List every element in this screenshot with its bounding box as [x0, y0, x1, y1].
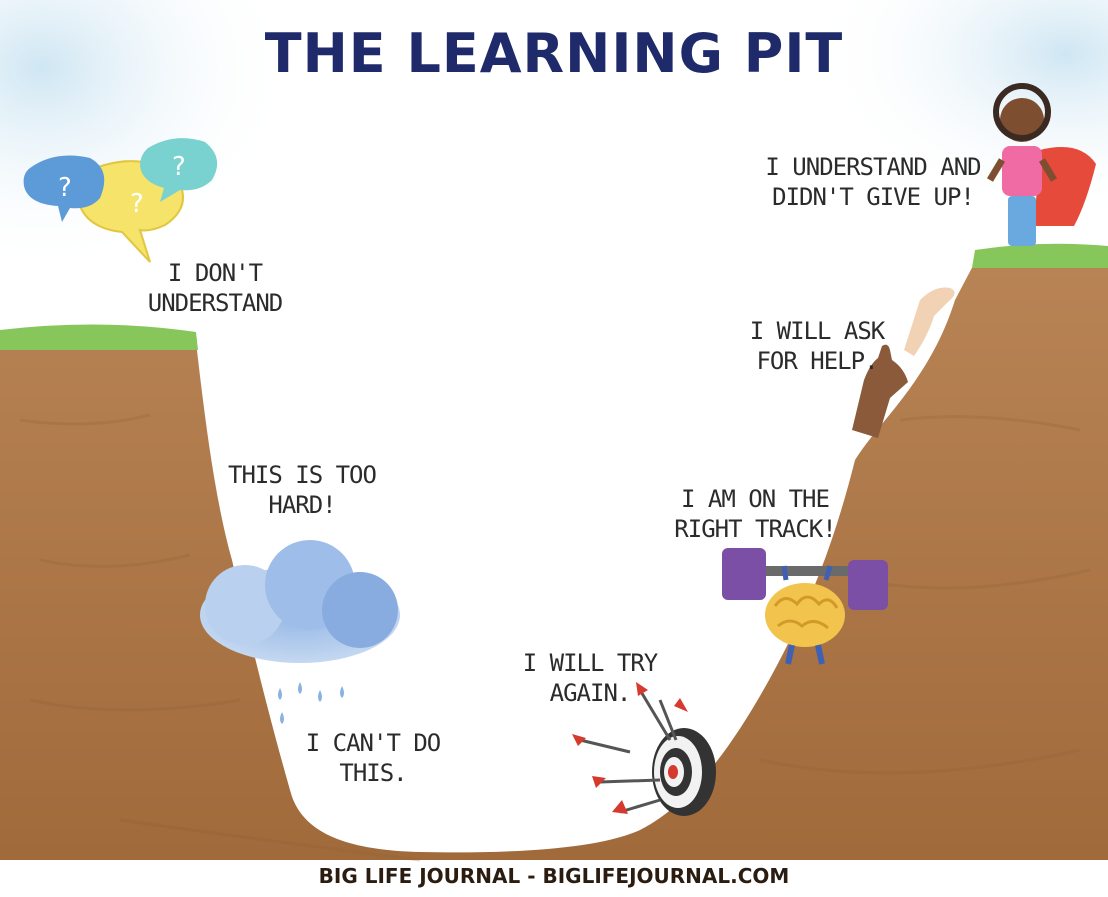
stage-text-line: I WILL TRY — [522, 649, 659, 677]
stage-text-line: THIS IS TOO — [228, 461, 377, 489]
rain-cloud-icon — [200, 540, 400, 724]
brain-weights-icon — [722, 548, 888, 665]
stage-text-line: THIS. — [339, 759, 407, 787]
svg-text:?: ? — [58, 173, 72, 203]
stage-didnt-give-up: I UNDERSTAND AND DIDN'T GIVE UP! — [758, 152, 988, 212]
stage-cant-do: I CAN'T DO THIS. — [298, 728, 448, 788]
stage-text-line: UNDERSTAND — [147, 289, 284, 317]
pit-ground — [0, 262, 1108, 860]
stage-dont-understand: I DON'T UNDERSTAND — [130, 258, 300, 318]
stage-ask-help: I WILL ASK FOR HELP. — [742, 316, 892, 376]
page-title: THE LEARNING PIT — [264, 22, 844, 85]
stage-text-line: I UNDERSTAND AND — [765, 153, 981, 181]
footer-credit: BIG LIFE JOURNAL - BIGLIFEJOURNAL.COM — [318, 864, 790, 888]
dirt-texture — [19, 413, 1091, 862]
stage-text-line: DIDN'T GIVE UP! — [772, 183, 975, 211]
stage-right-track: I AM ON THE RIGHT TRACK! — [665, 484, 845, 544]
stage-too-hard: THIS IS TOO HARD! — [222, 460, 382, 520]
stage-text-line: I CAN'T DO — [305, 729, 442, 757]
stage-text-line: RIGHT TRACK! — [674, 515, 836, 543]
stage-text-line: I WILL ASK — [749, 317, 886, 345]
stage-try-again: I WILL TRY AGAIN. — [510, 648, 670, 708]
stage-text-line: I DON'T — [167, 259, 263, 287]
svg-text:?: ? — [172, 152, 186, 182]
grass-left — [0, 324, 198, 350]
grass-right — [972, 243, 1108, 268]
svg-text:?: ? — [130, 189, 144, 219]
target-icon — [572, 682, 716, 816]
stage-text-line: AGAIN. — [549, 679, 632, 707]
helping-hands-icon — [852, 287, 955, 438]
stage-text-line: I AM ON THE — [681, 485, 830, 513]
stage-text-line: HARD! — [268, 491, 336, 519]
question-bubbles-icon: ? ? ? — [23, 138, 218, 263]
stage-text-line: FOR HELP. — [756, 347, 878, 375]
superhero-girl-icon — [986, 83, 1096, 246]
